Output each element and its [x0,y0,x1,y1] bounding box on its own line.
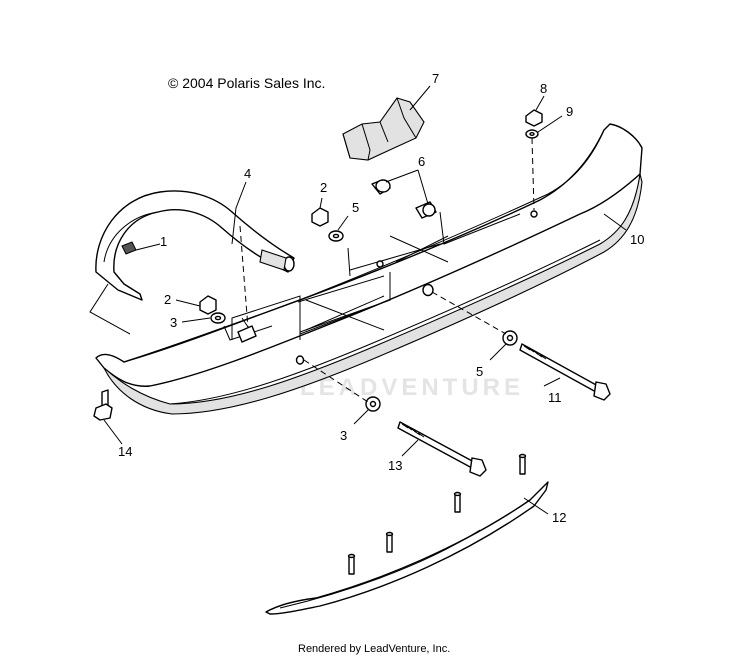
callout-5-upper: 5 [352,200,359,215]
part-5-washer-lower [502,330,518,346]
callout-13: 13 [388,458,402,473]
callout-3-upper: 3 [170,315,177,330]
callout-3-lower: 3 [340,428,347,443]
part-8-nut [525,109,543,127]
part-4-ski-loop [95,190,295,301]
callout-7: 7 [432,71,439,86]
part-12-wear-bar [265,453,549,615]
callout-14: 14 [118,444,132,459]
part-9-washer [525,129,539,139]
part-13-bolt [397,421,487,477]
callout-12: 12 [552,510,566,525]
part-3-washer-upper [210,312,226,324]
callout-10: 10 [630,232,644,247]
rendered-by-text: Rendered by LeadVenture, Inc. [298,643,450,655]
callout-9: 9 [566,104,573,119]
copyright-text: © 2004 Polaris Sales Inc. [168,75,325,91]
callout-6: 6 [418,154,425,169]
part-7-saddle [342,97,425,161]
callout-1: 1 [160,234,167,249]
callout-2-lower: 2 [164,292,171,307]
part-10-ski [95,123,643,415]
callout-8: 8 [540,81,547,96]
watermark: LEADVENTURE [300,374,524,401]
part-14-bolt [93,389,113,421]
callout-11: 11 [548,390,562,405]
part-2-nut-upper [311,207,329,227]
part-6-bushings [371,179,437,219]
callout-labels: 7 8 9 6 2 5 4 1 2 3 10 5 11 3 13 12 14 [118,71,644,525]
wear-bar-studs [347,453,527,575]
leader-lines [89,85,627,515]
callout-4: 4 [244,166,251,181]
part-2-nut-lower [199,295,217,315]
part-11-bolt [519,343,611,401]
part-5-washer-upper [328,230,344,242]
callout-5-lower: 5 [476,364,483,379]
part-3-washer-lower [365,396,381,412]
callout-2-upper: 2 [320,180,327,195]
